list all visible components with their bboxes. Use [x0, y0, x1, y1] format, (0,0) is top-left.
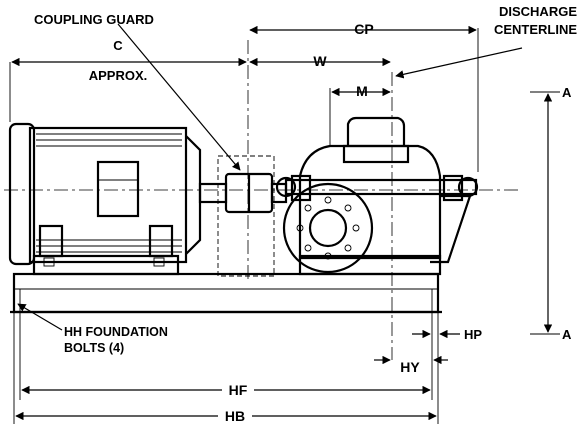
hh-label-line1: HH FOUNDATION [64, 325, 168, 339]
m-label: M [356, 83, 368, 99]
base-plate [10, 272, 442, 314]
pump [275, 116, 479, 276]
a-top-label: A [562, 85, 572, 100]
hb-label: HB [225, 408, 245, 424]
hy-label: HY [400, 359, 420, 375]
c-label: C [113, 38, 123, 53]
hp-label: HP [464, 327, 482, 342]
discharge-leader [395, 47, 523, 79]
hf-label: HF [229, 382, 248, 398]
a-bottom-label: A [562, 327, 572, 342]
discharge-label: DISCHARGE [499, 4, 577, 19]
coupling [198, 155, 288, 277]
hh-label-line2: BOLTS (4) [64, 341, 124, 355]
coupling-guard-label: COUPLING GUARD [34, 12, 154, 27]
w-label: W [313, 53, 327, 69]
coupling-guard-leader [117, 23, 241, 171]
cp-label: CP [354, 21, 373, 37]
hh-leader [17, 303, 63, 331]
centerline-label: CENTERLINE [494, 22, 577, 37]
approx-label: APPROX. [89, 68, 148, 83]
motor [8, 122, 202, 276]
